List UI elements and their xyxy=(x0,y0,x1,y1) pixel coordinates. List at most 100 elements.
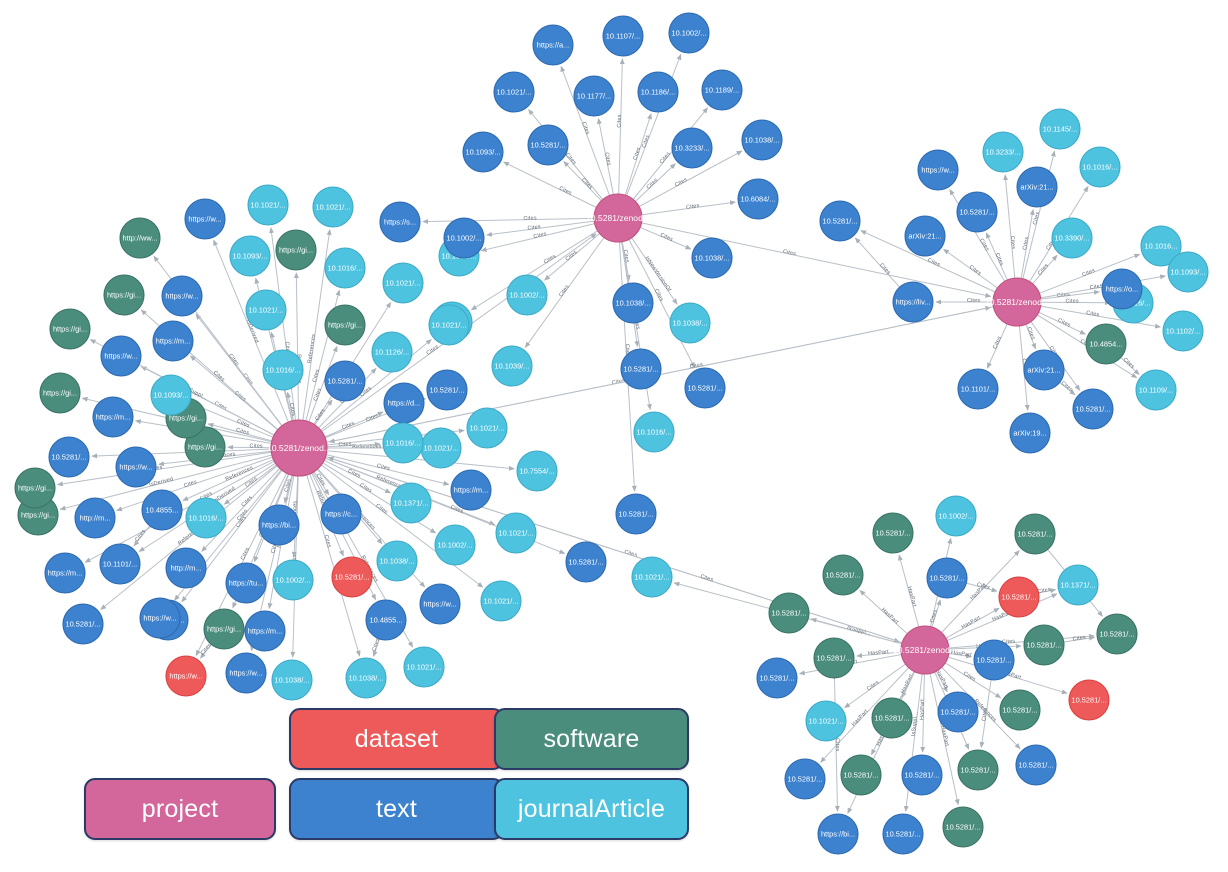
graph-node[interactable]: https://gi... xyxy=(14,467,56,509)
node-circle-text[interactable] xyxy=(100,335,142,377)
node-circle-text[interactable] xyxy=(450,469,492,511)
graph-node[interactable]: https://w... xyxy=(419,583,461,625)
node-circle-software[interactable] xyxy=(1085,323,1127,365)
graph-node[interactable]: https://a... xyxy=(532,24,574,66)
node-circle-journalArticle[interactable] xyxy=(633,411,675,453)
node-circle-journalArticle[interactable] xyxy=(420,427,462,469)
node-circle-software[interactable] xyxy=(49,308,91,350)
node-circle-project[interactable] xyxy=(992,277,1042,327)
graph-node[interactable]: 10.5281/... xyxy=(1014,513,1056,555)
graph-node[interactable]: 10.1021/... xyxy=(247,184,289,226)
graph-node[interactable]: 10.1038/... xyxy=(741,119,783,161)
node-circle-journalArticle[interactable] xyxy=(1039,108,1081,150)
node-circle-text[interactable] xyxy=(161,275,203,317)
graph-node[interactable]: http://m... xyxy=(74,497,116,539)
node-circle-dataset[interactable] xyxy=(1068,679,1110,721)
node-circle-text[interactable] xyxy=(139,597,181,639)
node-circle-text[interactable] xyxy=(1016,166,1058,208)
node-circle-text[interactable] xyxy=(701,69,743,111)
node-circle-journalArticle[interactable] xyxy=(403,646,445,688)
graph-node[interactable]: 10.5281/... xyxy=(819,200,861,242)
node-circle-text[interactable] xyxy=(892,281,934,323)
graph-node[interactable]: 10.4854... xyxy=(1085,323,1127,365)
graph-node[interactable]: 10.1021/... xyxy=(403,646,445,688)
node-circle-journalArticle[interactable] xyxy=(495,512,537,554)
graph-node[interactable]: 10.5281/... xyxy=(999,689,1041,731)
graph-node[interactable]: 10.5281/... xyxy=(331,556,373,598)
graph-node[interactable]: 10.1101/... xyxy=(99,543,141,585)
graph-node[interactable]: 10.7554/... xyxy=(516,450,558,492)
graph-node[interactable]: https://w... xyxy=(115,446,157,488)
graph-node[interactable]: 10.1021/... xyxy=(495,512,537,554)
node-circle-journalArticle[interactable] xyxy=(491,345,533,387)
graph-node[interactable]: https://w... xyxy=(100,335,142,377)
node-circle-project[interactable] xyxy=(900,625,950,675)
graph-node[interactable]: arXiv:21... xyxy=(904,215,946,257)
legend-item-text[interactable]: text xyxy=(289,778,504,840)
node-circle-journalArticle[interactable] xyxy=(272,559,314,601)
node-circle-text[interactable] xyxy=(493,71,535,113)
graph-node[interactable]: 10.1016/... xyxy=(633,411,675,453)
node-circle-journalArticle[interactable] xyxy=(324,247,366,289)
graph-node[interactable]: https://gi... xyxy=(103,274,145,316)
node-circle-text[interactable] xyxy=(602,15,644,57)
node-circle-software[interactable] xyxy=(942,806,984,848)
legend-item-journalarticle[interactable]: journalArticle xyxy=(494,778,689,840)
legend-item-dataset[interactable]: dataset xyxy=(289,708,504,770)
node-circle-text[interactable] xyxy=(1072,388,1114,430)
node-circle-journalArticle[interactable] xyxy=(390,482,432,524)
graph-node[interactable]: https://m... xyxy=(44,552,86,594)
node-circle-text[interactable] xyxy=(904,215,946,257)
node-circle-text[interactable] xyxy=(379,201,421,243)
node-circle-text[interactable] xyxy=(612,282,654,324)
node-circle-text[interactable] xyxy=(324,360,366,402)
graph-node[interactable]: 10.5281/... xyxy=(937,691,979,733)
node-circle-text[interactable] xyxy=(973,639,1015,681)
graph-node[interactable]: 10.1109/... xyxy=(1135,369,1177,411)
graph-node[interactable]: 10.1002/... xyxy=(434,524,476,566)
graph-node[interactable]: https://m... xyxy=(450,469,492,511)
node-circle-software[interactable] xyxy=(871,697,913,739)
graph-node[interactable]: arXiv:19... xyxy=(1009,412,1051,454)
graph-node[interactable]: https://gi... xyxy=(324,304,366,346)
node-circle-text[interactable] xyxy=(184,198,226,240)
node-circle-text[interactable] xyxy=(244,610,286,652)
node-circle-journalArticle[interactable] xyxy=(185,497,227,539)
node-circle-text[interactable] xyxy=(1023,349,1065,391)
graph-node[interactable]: 10.1039/... xyxy=(491,345,533,387)
node-circle-journalArticle[interactable] xyxy=(669,302,711,344)
node-circle-text[interactable] xyxy=(62,603,104,645)
graph-node[interactable]: https://o... xyxy=(1101,268,1143,310)
node-circle-text[interactable] xyxy=(817,813,859,855)
node-circle-dataset[interactable] xyxy=(998,576,1040,618)
graph-node[interactable]: 10.1093/... xyxy=(150,374,192,416)
graph-node[interactable]: 10.1002/... xyxy=(506,274,548,316)
node-circle-journalArticle[interactable] xyxy=(1135,369,1177,411)
graph-node[interactable]: 10.5281/... xyxy=(1023,624,1065,666)
graph-node[interactable]: https://m... xyxy=(244,610,286,652)
node-circle-software[interactable] xyxy=(103,274,145,316)
graph-node[interactable]: 10.1038/... xyxy=(612,282,654,324)
graph-node[interactable]: https://m... xyxy=(152,320,194,362)
node-circle-journalArticle[interactable] xyxy=(345,657,387,699)
node-circle-software[interactable] xyxy=(39,372,81,414)
node-circle-text[interactable] xyxy=(671,127,713,169)
node-circle-journalArticle[interactable] xyxy=(376,540,418,582)
node-circle-journalArticle[interactable] xyxy=(382,262,424,304)
node-circle-journalArticle[interactable] xyxy=(1167,251,1209,293)
graph-hub-node[interactable]: 10.5281/zenod... xyxy=(985,277,1049,327)
graph-node[interactable]: 10.1016/... xyxy=(324,247,366,289)
graph-node[interactable]: 10.1093/... xyxy=(462,131,504,173)
graph-node[interactable]: 10.1038/... xyxy=(376,540,418,582)
node-circle-text[interactable] xyxy=(957,368,999,410)
node-circle-journalArticle[interactable] xyxy=(1057,564,1099,606)
graph-node[interactable]: 10.1038/... xyxy=(345,657,387,699)
node-circle-software[interactable] xyxy=(1096,613,1138,655)
node-circle-journalArticle[interactable] xyxy=(371,331,413,373)
node-circle-text[interactable] xyxy=(691,237,733,279)
graph-node[interactable]: 10.1002/... xyxy=(668,12,710,54)
graph-node[interactable]: 10.5281/... xyxy=(871,697,913,739)
node-circle-software[interactable] xyxy=(813,637,855,679)
node-circle-text[interactable] xyxy=(48,436,90,478)
node-circle-text[interactable] xyxy=(419,583,461,625)
